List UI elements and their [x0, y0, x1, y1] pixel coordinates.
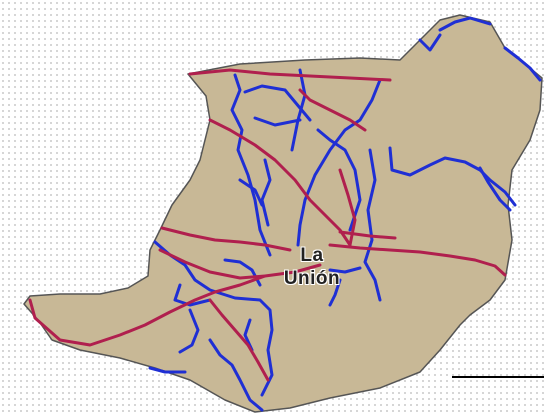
- river: [478, 166, 512, 212]
- place-label-la-union: La Unión: [262, 244, 362, 290]
- river: [178, 308, 200, 354]
- river: [296, 78, 382, 247]
- road: [298, 88, 367, 132]
- river: [328, 266, 362, 274]
- road: [28, 274, 267, 347]
- river: [148, 366, 187, 374]
- road: [160, 226, 292, 252]
- road: [338, 230, 397, 240]
- river: [503, 46, 542, 82]
- road: [158, 248, 322, 280]
- road: [328, 243, 507, 277]
- river: [153, 240, 274, 397]
- river: [208, 338, 264, 412]
- river: [418, 33, 442, 52]
- place-label-line1: La: [300, 245, 324, 266]
- river: [243, 84, 312, 122]
- road: [208, 118, 352, 247]
- river: [290, 68, 307, 152]
- river: [438, 16, 492, 32]
- road: [208, 298, 270, 382]
- roads-layer: [28, 68, 507, 382]
- river: [388, 146, 517, 207]
- river: [173, 283, 212, 307]
- river: [316, 128, 362, 232]
- road: [188, 68, 392, 82]
- river: [260, 158, 272, 227]
- department-region: [23, 14, 543, 413]
- place-label-line2: Unión: [283, 268, 341, 289]
- river: [253, 116, 302, 127]
- river: [230, 73, 272, 257]
- river: [328, 278, 342, 307]
- rivers-layer: [148, 16, 542, 412]
- river: [363, 148, 382, 302]
- river: [238, 178, 264, 207]
